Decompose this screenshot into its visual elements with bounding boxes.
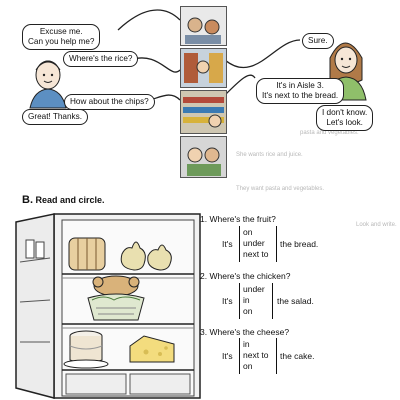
option-next-to[interactable]: next to (243, 249, 269, 259)
option-on[interactable]: on (243, 306, 253, 316)
speech-bubble-aisle-3: It's in Aisle 3. It's next to the bread. (256, 78, 345, 104)
answer-options-3: in next to on (243, 339, 269, 372)
chicken-icon (92, 275, 140, 297)
bracket-left (239, 283, 240, 319)
question-2: 2. Where's the chicken? (200, 271, 290, 281)
question-number: 1. (200, 214, 208, 224)
comic-panel-3 (180, 90, 227, 134)
bubble-line: It's in Aisle 3. (276, 81, 324, 90)
question-text: Where's the fruit? (209, 214, 276, 224)
speech-bubble-great-thanks: Great! Thanks. (22, 109, 89, 125)
question-number: 2. (200, 271, 208, 281)
speech-bubble-how-about-chips: How about the chips? (64, 94, 155, 110)
faded-text-c: They want pasta and vegetables. (236, 186, 325, 192)
bubble-line: It's next to the bread. (262, 91, 339, 100)
bubble-line: Excuse me. (39, 27, 83, 36)
connector-line-3 (224, 39, 301, 69)
cake-icon (63, 330, 109, 369)
faded-text-d: Look and write. (356, 222, 397, 228)
cheese-icon (129, 335, 175, 363)
bracket-right (276, 338, 277, 374)
question-number: 3. (200, 327, 208, 337)
answer-prefix: It's (222, 351, 233, 361)
faded-text-b: She wants rice and juice. (236, 152, 303, 158)
section-instruction: Read and circle. (35, 195, 105, 205)
answer-object: the bread. (280, 239, 319, 249)
answer-prefix: It's (222, 296, 233, 306)
answer-options-2: under in on (243, 284, 265, 317)
bread-icon (68, 237, 106, 271)
speech-bubble-excuse-me: Excuse me. Can you help me? (22, 24, 101, 50)
salad-icon (87, 293, 145, 321)
comic-panel-2 (180, 48, 227, 88)
question-text: Where's the cheese? (209, 327, 290, 337)
bracket-right (272, 283, 273, 319)
bracket-left (239, 338, 240, 374)
answer-object: the cake. (280, 351, 315, 361)
option-in[interactable]: in (243, 295, 250, 305)
bracket-right (276, 226, 277, 262)
speech-bubble-sure: Sure. (302, 33, 334, 49)
question-1: 1. Where's the fruit? (200, 214, 276, 224)
bubble-line: I don't know. (322, 108, 368, 117)
connector-line-5 (224, 74, 256, 96)
option-next-to[interactable]: next to (243, 350, 269, 360)
option-in[interactable]: in (243, 339, 250, 349)
bubble-line: Can you help me? (28, 37, 95, 46)
question-3: 3. Where's the cheese? (200, 327, 289, 337)
bubble-line: Let's look. (326, 118, 363, 127)
comic-panel-4 (180, 136, 227, 178)
refrigerator-illustration (15, 213, 201, 399)
answer-prefix: It's (222, 239, 233, 249)
speech-bubble-where-rice: Where's the rice? (63, 51, 139, 67)
answer-options-1: on under next to (243, 227, 269, 260)
option-on[interactable]: on (243, 361, 253, 371)
answer-object: the salad. (277, 296, 314, 306)
illustration-layer (29, 9, 367, 109)
question-text: Where's the chicken? (209, 271, 291, 281)
option-under[interactable]: under (243, 238, 265, 248)
option-on[interactable]: on (243, 227, 253, 237)
boy-figure (29, 60, 67, 109)
section-b-title: B. Read and circle. (22, 194, 105, 206)
speech-bubble-dont-know: I don't know. Let's look. (316, 105, 374, 131)
connector-line-1 (117, 9, 181, 31)
bracket-left (239, 226, 240, 262)
option-under[interactable]: under (243, 284, 265, 294)
comic-panel-1 (180, 6, 227, 46)
fruit-icon (120, 241, 172, 271)
section-letter: B. (22, 194, 33, 206)
faded-text-a: pasta and vegetables. (300, 130, 359, 136)
